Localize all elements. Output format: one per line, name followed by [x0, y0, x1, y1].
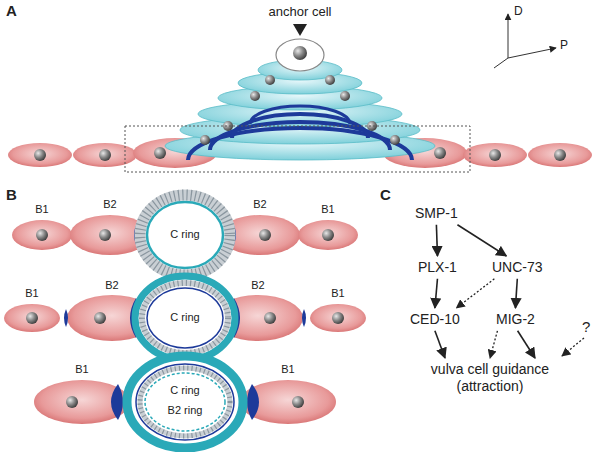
- label: B2: [253, 198, 266, 210]
- label: ?: [582, 318, 590, 335]
- label: anchor cell: [269, 4, 332, 19]
- label: P: [560, 38, 568, 52]
- label: B2: [251, 279, 264, 291]
- label: C ring: [170, 384, 199, 396]
- pathway-node: PLX-1: [416, 258, 459, 277]
- pathway-node: vulva cell guidance (attraction): [415, 360, 565, 396]
- label: B1: [25, 287, 38, 299]
- label: D: [514, 4, 523, 18]
- panel-b-row2: [4, 276, 366, 360]
- panel-a-art: [8, 14, 592, 172]
- pathway-node: MIG-2: [494, 310, 537, 329]
- panel-b-row3: [34, 356, 336, 448]
- node-text: CED-10: [410, 311, 460, 328]
- label: C ring: [170, 311, 199, 323]
- arrow: [435, 279, 438, 308]
- panel-b-row1: [12, 195, 358, 275]
- arrow: [518, 331, 535, 358]
- arrow: [435, 331, 445, 358]
- node-text: PLX-1: [418, 259, 457, 276]
- label: B1: [321, 203, 334, 215]
- label: C: [380, 186, 391, 203]
- label: B1: [281, 363, 294, 375]
- node-text: SMP-1: [415, 205, 458, 222]
- label: B1: [75, 363, 88, 375]
- label: C ring: [170, 228, 199, 240]
- label: A: [6, 2, 17, 19]
- node-text: vulva cell guidance (attraction): [417, 361, 563, 395]
- arrow: [436, 225, 437, 256]
- unknown-arrow: [562, 338, 584, 356]
- label: B1: [35, 203, 48, 215]
- label: B2 ring: [168, 404, 203, 416]
- pathway-node: UNC-73: [490, 258, 545, 277]
- label: B2: [103, 198, 116, 210]
- label: B: [6, 186, 17, 203]
- arrow: [515, 279, 517, 308]
- node-text: UNC-73: [492, 259, 543, 276]
- arrow: [457, 225, 506, 256]
- dotted-arrow: [456, 279, 494, 308]
- label: B2: [105, 279, 118, 291]
- dotted-arrow: [490, 331, 497, 358]
- pathway-node: CED-10: [408, 310, 462, 329]
- pathway-node: SMP-1: [413, 204, 460, 223]
- label: B1: [331, 287, 344, 299]
- node-text: MIG-2: [496, 311, 535, 328]
